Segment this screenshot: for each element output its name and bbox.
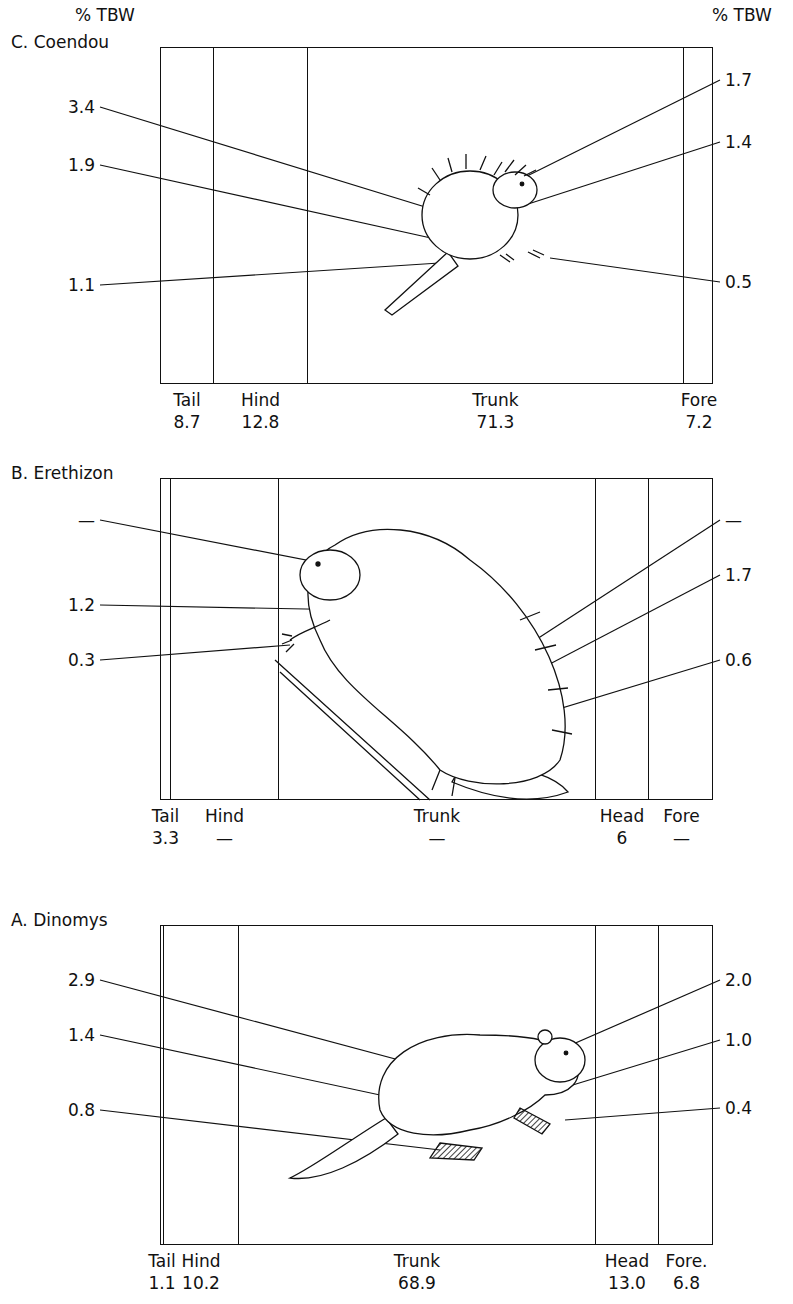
callout-number: 0.6 xyxy=(725,650,752,670)
body-region-band: Trunk68.9 xyxy=(239,926,596,1244)
band-label-group: Trunk— xyxy=(414,805,460,849)
body-region-band: Head6 xyxy=(596,479,649,799)
leader-lines xyxy=(100,80,720,1150)
band-label-group: Fore— xyxy=(663,805,700,849)
coendou-drawing xyxy=(385,154,544,315)
body-region-band: Head13.0 xyxy=(596,926,659,1244)
region-panel: A. DinomysTail1.1Hind10.2Trunk68.9Head13… xyxy=(160,925,713,1245)
panel-title: A. Dinomys xyxy=(11,910,108,930)
region-percent: 3.3 xyxy=(152,827,179,849)
region-percent: — xyxy=(414,827,460,849)
callout-number: 2.0 xyxy=(725,970,752,990)
callout-number: 0.3 xyxy=(68,650,95,670)
body-region-band: Fore.6.8 xyxy=(659,926,714,1244)
callout-number: — xyxy=(78,510,95,530)
band-label-group: Tail8.7 xyxy=(173,389,200,433)
band-label-group: Trunk68.9 xyxy=(394,1250,440,1294)
body-region-band: Trunk— xyxy=(279,479,596,799)
band-label-group: Fore7.2 xyxy=(681,389,718,433)
region-percent: — xyxy=(663,827,700,849)
callout-number: 0.4 xyxy=(725,1098,752,1118)
callout-number: 1.2 xyxy=(68,595,95,615)
region-percent: 6.8 xyxy=(665,1272,707,1294)
dinomys-drawing xyxy=(290,1030,585,1179)
body-region-band: Hind12.8 xyxy=(214,48,308,383)
body-region-band: Hind10.2 xyxy=(164,926,239,1244)
region-percent: — xyxy=(205,827,244,849)
region-percent: 7.2 xyxy=(681,411,718,433)
region-percent: 6 xyxy=(600,827,644,849)
region-name: Tail xyxy=(152,805,179,827)
region-name: Head xyxy=(605,1250,649,1272)
region-percent: 13.0 xyxy=(605,1272,649,1294)
body-region-band: Tail3.3 xyxy=(161,479,171,799)
band-label-group: Tail1.1 xyxy=(148,1250,175,1294)
erethizon-drawing xyxy=(275,529,572,800)
callout-number: 1.7 xyxy=(725,565,752,585)
band-label-group: Hind12.8 xyxy=(241,389,280,433)
callout-number: 3.4 xyxy=(68,97,95,117)
band-label-group: Tail3.3 xyxy=(152,805,179,849)
axis-unit: % TBW xyxy=(712,5,772,25)
body-region-band: Hind— xyxy=(171,479,279,799)
callout-number: 1.4 xyxy=(68,1025,95,1045)
region-name: Tail xyxy=(173,389,200,411)
region-percent: 12.8 xyxy=(241,411,280,433)
region-percent: 1.1 xyxy=(148,1272,175,1294)
band-label-group: Hind10.2 xyxy=(181,1250,220,1294)
region-name: Trunk xyxy=(394,1250,440,1272)
region-name: Fore. xyxy=(665,1250,707,1272)
callout-number: 1.7 xyxy=(725,70,752,90)
region-panel: B. ErethizonTail3.3Hind—Trunk—Head6Fore— xyxy=(160,478,713,800)
callout-number: 1.9 xyxy=(68,155,95,175)
region-name: Head xyxy=(600,805,644,827)
region-name: Hind xyxy=(241,389,280,411)
region-percent: 8.7 xyxy=(173,411,200,433)
body-region-band: Fore7.2 xyxy=(684,48,714,383)
region-panel: C. CoendouTail8.7Hind12.8Trunk71.3Fore7.… xyxy=(160,47,713,384)
axis-unit: % TBW xyxy=(75,5,135,25)
panel-title: B. Erethizon xyxy=(11,463,114,483)
callout-number: 2.9 xyxy=(68,970,95,990)
band-label-group: Head13.0 xyxy=(605,1250,649,1294)
region-percent: 10.2 xyxy=(181,1272,220,1294)
body-region-band: Trunk71.3 xyxy=(308,48,684,383)
region-name: Trunk xyxy=(414,805,460,827)
band-label-group: Hind— xyxy=(205,805,244,849)
body-region-band: Tail8.7 xyxy=(161,48,214,383)
region-name: Hind xyxy=(181,1250,220,1272)
callout-number: — xyxy=(725,510,742,530)
region-percent: 71.3 xyxy=(472,411,518,433)
body-region-band: Fore— xyxy=(649,479,714,799)
band-label-group: Trunk71.3 xyxy=(472,389,518,433)
region-name: Fore xyxy=(663,805,700,827)
callout-number: 1.4 xyxy=(725,132,752,152)
region-percent: 68.9 xyxy=(394,1272,440,1294)
callout-number: 0.8 xyxy=(68,1100,95,1120)
callout-number: 1.1 xyxy=(68,275,95,295)
band-label-group: Fore.6.8 xyxy=(665,1250,707,1294)
region-name: Hind xyxy=(205,805,244,827)
band-label-group: Head6 xyxy=(600,805,644,849)
callout-number: 0.5 xyxy=(725,272,752,292)
callout-number: 1.0 xyxy=(725,1030,752,1050)
region-name: Trunk xyxy=(472,389,518,411)
panel-title: C. Coendou xyxy=(11,32,109,52)
region-name: Tail xyxy=(148,1250,175,1272)
region-name: Fore xyxy=(681,389,718,411)
